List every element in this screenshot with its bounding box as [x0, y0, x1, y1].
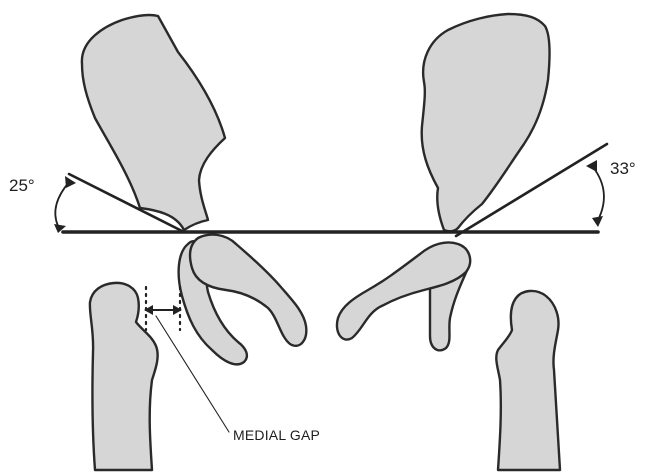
left-angle-label: 25° [9, 176, 35, 196]
right-angle-arc [593, 167, 604, 220]
medial-gap-arrowhead-right [173, 305, 182, 315]
left-angle-arc [55, 181, 70, 226]
medial-gap-arrowhead-left [144, 305, 153, 315]
right-angle-label: 33° [610, 159, 636, 179]
right-arc-arrowhead-top [586, 160, 597, 172]
right-arc-arrowhead-bottom [592, 216, 603, 227]
left-ilium [82, 15, 225, 230]
right-femur [496, 291, 560, 470]
right-ilium [422, 14, 550, 231]
medial-gap-label: MEDIAL GAP [233, 427, 320, 443]
